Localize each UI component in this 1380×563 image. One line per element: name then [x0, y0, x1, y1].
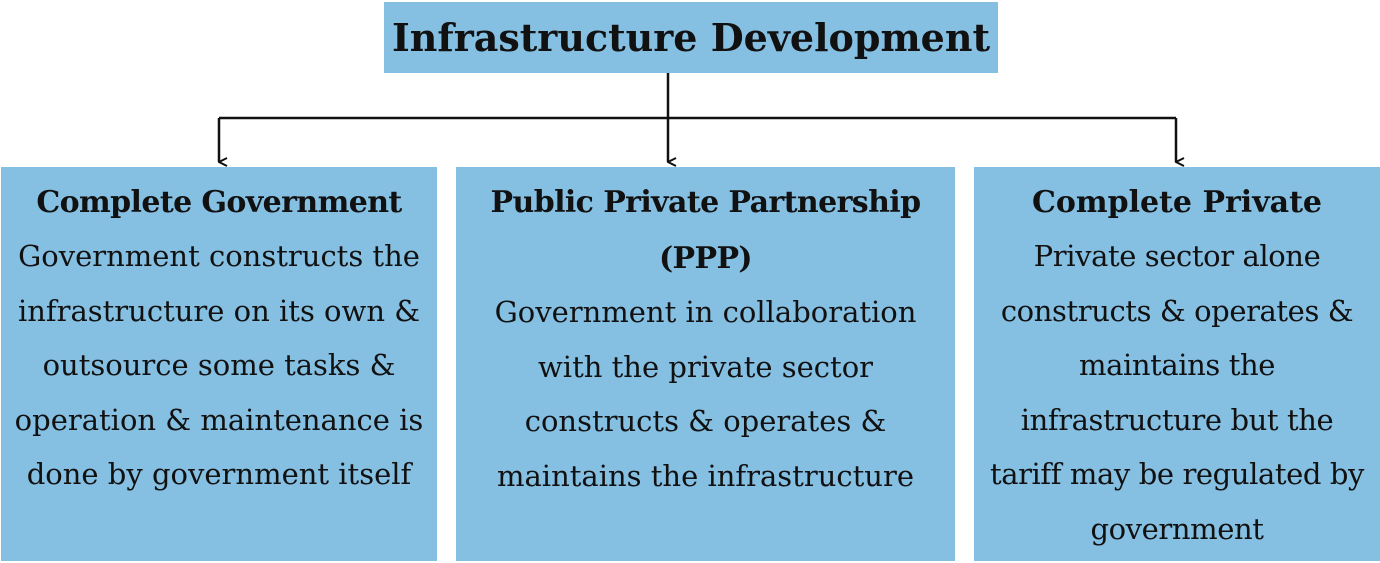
complete-private-box: Complete Private Private sector alone co…: [974, 167, 1380, 561]
ppp-description: Government in collaboration with the pri…: [494, 295, 917, 493]
root-node-box: Infrastructure Development: [384, 2, 998, 73]
complete-private-title: Complete Private: [1031, 185, 1323, 220]
ppp-box: Public Private Partnership (PPP) Governm…: [456, 167, 955, 561]
complete-government-box: Complete Government Government construct…: [1, 167, 437, 561]
complete-government-title: Complete Government: [36, 185, 402, 220]
root-node-title: Infrastructure Development: [391, 14, 991, 60]
ppp-title: Public Private Partnership (PPP): [490, 185, 922, 276]
complete-government-description: Government constructs the infrastructure…: [14, 239, 424, 491]
complete-private-description: Private sector alone constructs & operat…: [989, 239, 1365, 546]
